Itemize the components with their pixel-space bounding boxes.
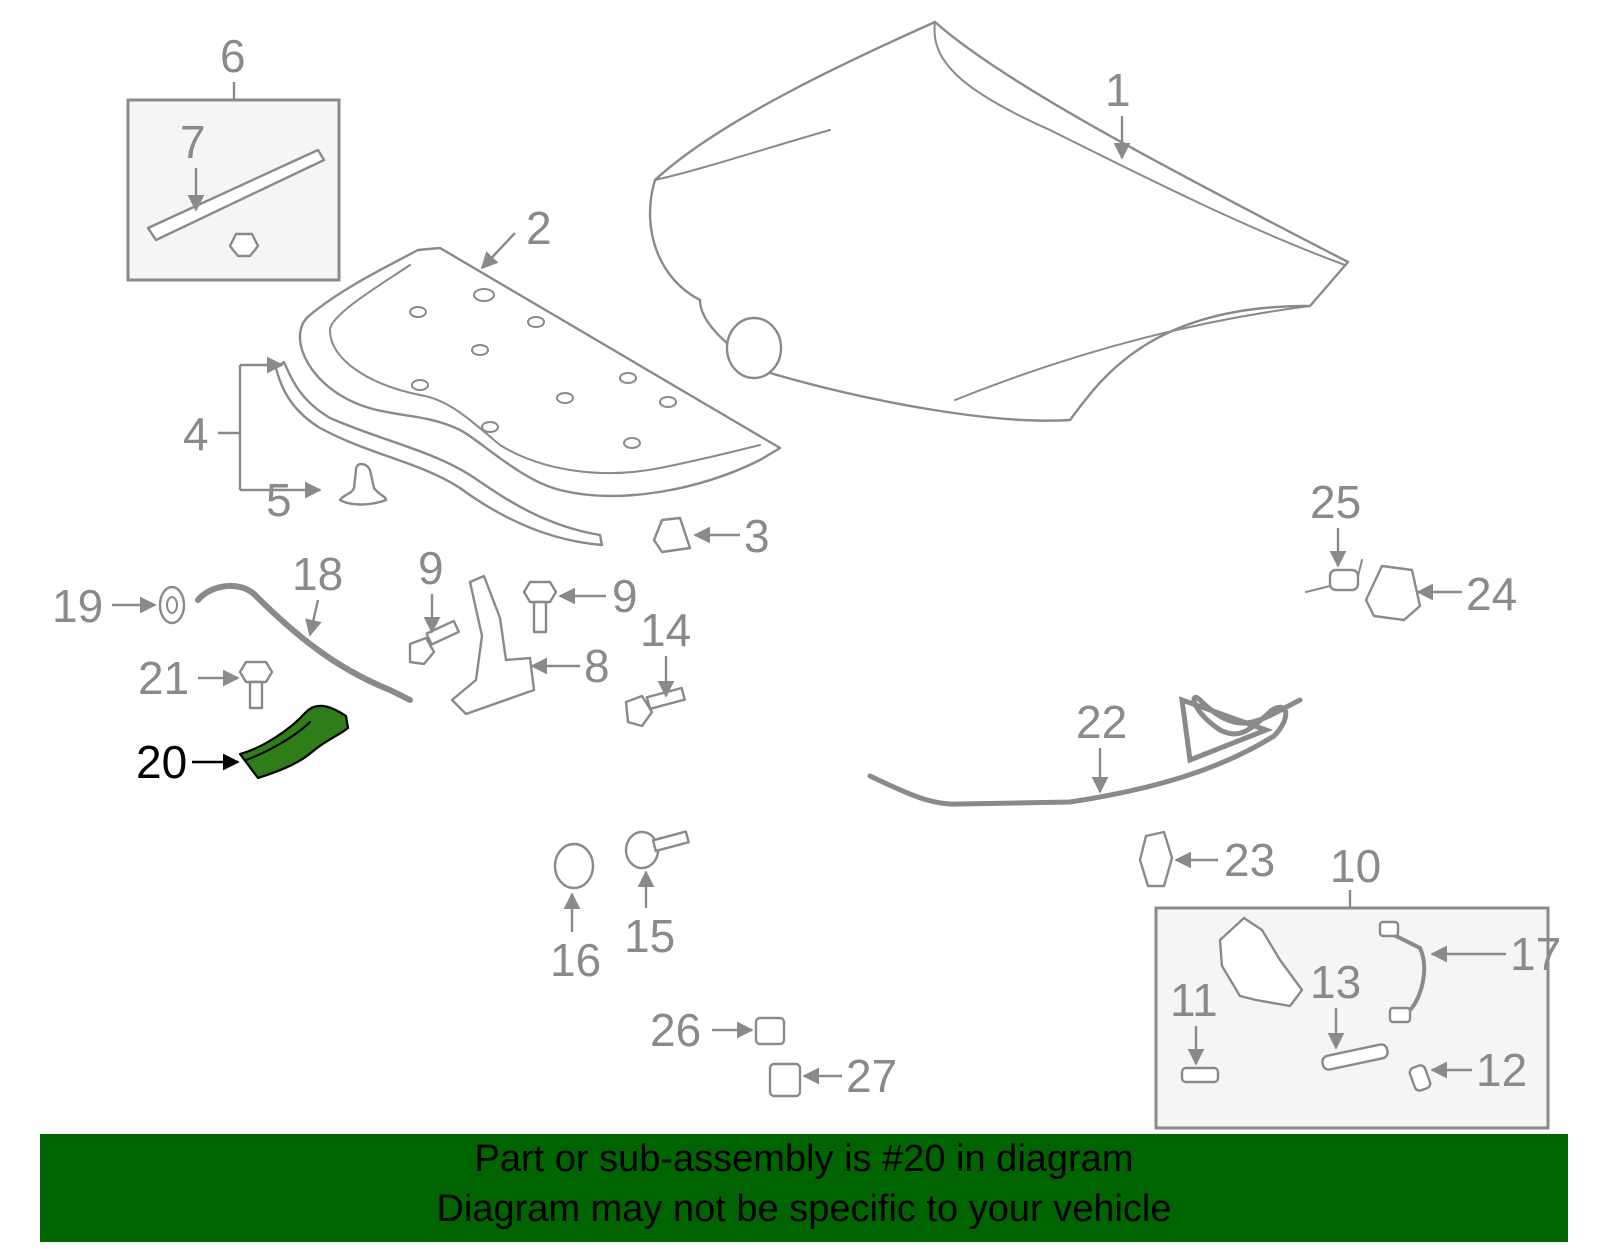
callout-6: 6 (220, 30, 246, 82)
callout-18: 18 (292, 548, 343, 600)
callout-27: 27 (846, 1050, 897, 1102)
clip-23[interactable] (1138, 830, 1174, 888)
clip-5[interactable] (338, 462, 388, 506)
callout-20: 20 (136, 736, 187, 788)
spring-13[interactable] (1321, 1043, 1389, 1071)
callout-2: 2 (526, 202, 552, 254)
support-rod-18[interactable] (195, 582, 413, 703)
release-cable-22[interactable] (867, 694, 1303, 807)
cushion-27[interactable] (768, 1062, 802, 1098)
plug-11[interactable] (1180, 1066, 1220, 1084)
callout-19: 19 (52, 580, 103, 632)
hood-insulator[interactable] (298, 246, 782, 498)
spring-25[interactable] (1305, 559, 1363, 593)
callout-11: 11 (1170, 974, 1218, 1026)
callout-15: 15 (624, 910, 675, 962)
bolt-14[interactable] (624, 686, 686, 728)
callout-16: 16 (550, 934, 601, 986)
callout-9b: 9 (612, 570, 638, 622)
callout-9a: 9 (418, 542, 444, 594)
info-banner: Part or sub-assembly is #20 in diagram D… (40, 1134, 1568, 1242)
cap-16[interactable] (553, 842, 595, 890)
bracket-20[interactable] (238, 704, 350, 780)
callout-25: 25 (1310, 476, 1361, 528)
callout-13: 13 (1310, 956, 1361, 1008)
hood-seal[interactable] (274, 360, 604, 547)
callout-8: 8 (584, 640, 610, 692)
callout-7: 7 (180, 116, 206, 168)
banner-line-1: Part or sub-assembly is #20 in diagram (474, 1138, 1134, 1180)
callout-5: 5 (266, 474, 292, 526)
callout-22: 22 (1076, 696, 1127, 748)
callout-12: 12 (1476, 1044, 1527, 1096)
hood-panel[interactable] (648, 20, 1350, 422)
pin-12[interactable] (1408, 1064, 1432, 1092)
callout-23: 23 (1224, 834, 1275, 886)
callout-14: 14 (640, 604, 691, 656)
callout-26: 26 (650, 1004, 701, 1056)
seal-strip-7[interactable] (146, 148, 326, 258)
callout-4: 4 (183, 408, 209, 460)
hinge-8[interactable] (450, 574, 536, 716)
bolt-15[interactable] (624, 830, 690, 870)
bolt-9b[interactable] (522, 580, 558, 634)
callout-24: 24 (1466, 568, 1517, 620)
hood-latch[interactable] (1218, 916, 1304, 1008)
grommet-19[interactable] (158, 585, 186, 625)
cushion-26[interactable] (754, 1016, 786, 1046)
latch-bracket-24[interactable] (1364, 564, 1422, 622)
sensor-harness-17[interactable] (1378, 920, 1427, 1024)
banner-line-2: Diagram may not be specific to your vehi… (436, 1188, 1172, 1230)
bolt-21[interactable] (238, 660, 274, 710)
callout-17: 17 (1510, 928, 1561, 980)
callout-3: 3 (744, 510, 770, 562)
bolt-9a[interactable] (408, 619, 461, 666)
callout-10: 10 (1330, 840, 1381, 892)
callout-21: 21 (138, 652, 189, 704)
cushion-3[interactable] (652, 516, 692, 554)
callout-1: 1 (1105, 64, 1131, 116)
